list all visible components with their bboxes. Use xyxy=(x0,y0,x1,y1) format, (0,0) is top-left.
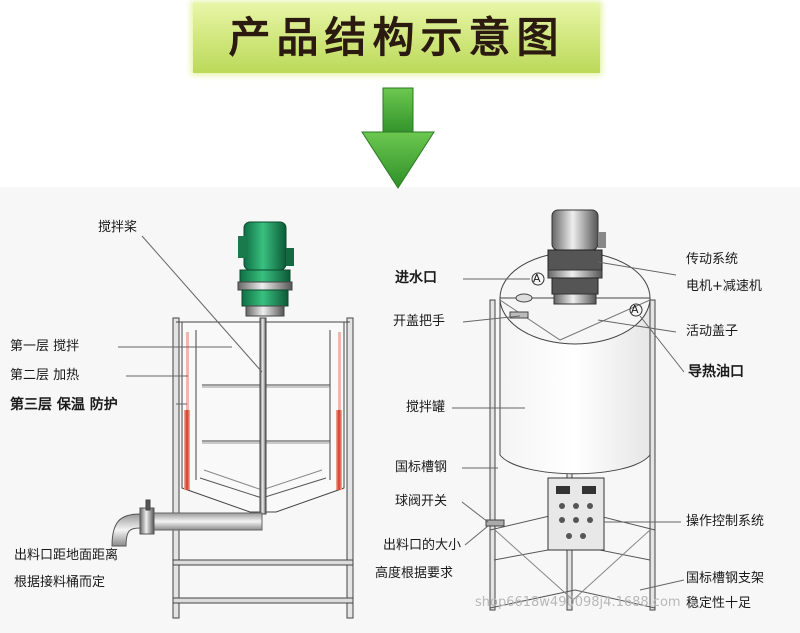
label-layer2: 第二层 加热 xyxy=(10,368,80,383)
label-outlet-size2: 高度根据要求 xyxy=(375,566,454,581)
label-control-system: 操作控制系统 xyxy=(686,514,765,529)
marker-a1-label: A xyxy=(533,272,541,285)
left-leader-lines xyxy=(118,235,263,405)
label-outlet-size1: 出料口的大小 xyxy=(383,538,462,553)
right-tank-drawing xyxy=(485,251,656,611)
label-tank: 搅拌罐 xyxy=(406,400,446,415)
label-stirring-paddle: 搅拌桨 xyxy=(98,220,138,235)
marker-a2-label: A xyxy=(631,303,639,316)
marker-a1 xyxy=(531,272,545,286)
left-tank-drawing xyxy=(111,317,354,619)
control-box-icon xyxy=(547,477,605,551)
label-water-inlet: 进水口 xyxy=(395,270,437,286)
label-bracket2: 稳定性十足 xyxy=(686,596,752,611)
label-outlet-height1: 出料口距地面距离 xyxy=(14,548,119,563)
watermark-text: shop6618w490098j4.1688.com xyxy=(475,595,681,610)
label-oil-port: 导热油口 xyxy=(688,364,744,380)
right-leader-lines xyxy=(452,261,685,591)
label-ball-valve: 球阀开关 xyxy=(395,494,448,509)
label-movable-lid: 活动盖子 xyxy=(686,324,739,339)
left-motor-icon xyxy=(237,221,294,317)
label-layer1: 第一层 搅拌 xyxy=(10,339,80,354)
label-layer3: 第三层 保温 防护 xyxy=(10,397,118,413)
marker-a2 xyxy=(629,303,643,317)
diagram-background xyxy=(0,187,800,633)
right-motor-icon xyxy=(547,209,606,305)
down-arrow-icon xyxy=(361,87,435,189)
page-title: 产品结构示意图 xyxy=(228,13,565,62)
label-motor-reducer: 电机+减速机 xyxy=(686,279,762,294)
label-channel-steel: 国标槽钢 xyxy=(395,460,448,475)
label-bracket1: 国标槽钢支架 xyxy=(686,571,765,586)
title-banner: 产品结构示意图 xyxy=(193,3,600,73)
label-lid-handle: 开盖把手 xyxy=(393,314,446,329)
label-drive-system: 传动系统 xyxy=(686,252,739,267)
label-outlet-height2: 根据接料桶而定 xyxy=(14,575,106,590)
